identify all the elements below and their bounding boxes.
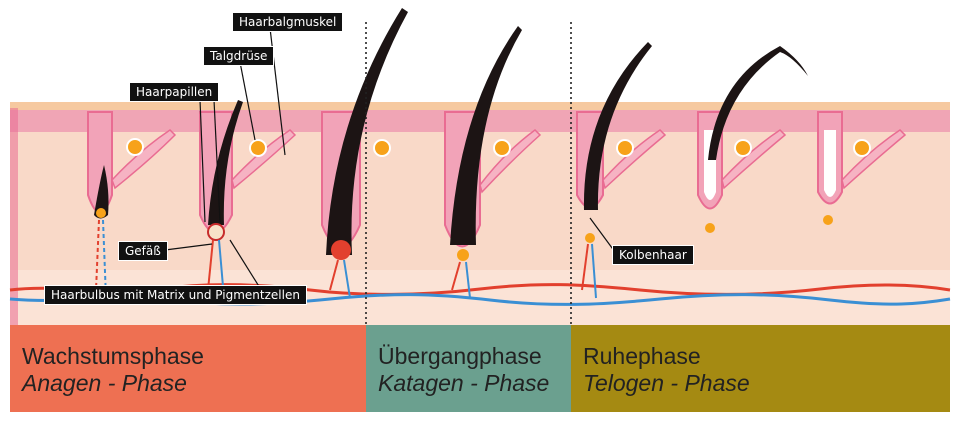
gland-7 (853, 139, 871, 157)
gland-5 (616, 139, 634, 157)
papilla-2 (207, 223, 225, 241)
label-haarbalgmuskel: Haarbalgmuskel (232, 12, 344, 32)
gland-6 (734, 139, 752, 157)
phase-separators (365, 22, 572, 405)
muscle-4 (602, 129, 667, 190)
papilla-1 (96, 208, 106, 218)
phase-uebergang: Übergangphase Katagen - Phase (366, 325, 571, 412)
papilla-4 (457, 249, 469, 261)
phase-name: Übergangphase (378, 343, 542, 369)
muscle-2 (231, 129, 297, 190)
follicle-7-inner (824, 130, 836, 197)
hair-2 (208, 100, 243, 225)
papilla-group (96, 208, 833, 261)
gland-2 (249, 139, 267, 157)
phase-bar-ruhe (571, 325, 950, 412)
phase-ruhe: Ruhephase Telogen - Phase (571, 325, 950, 412)
capillary-4-blue (465, 261, 471, 299)
leader-kolbenhaar (589, 217, 616, 253)
skin-edge (10, 108, 18, 325)
leader-talgdruese (239, 61, 256, 141)
gland-1 (126, 138, 144, 156)
label-haarpapillen: Haarpapillen (129, 82, 220, 102)
hair-3 (326, 8, 408, 255)
muscle-3 (479, 129, 542, 194)
phase-wachstum: Wachstumsphase Anagen - Phase (10, 325, 366, 412)
phase-subtitle: Telogen - Phase (583, 370, 750, 396)
capillary-2-red (207, 239, 214, 291)
leader-haarpapillen-a (199, 99, 206, 223)
capillary-5-red (581, 243, 589, 291)
leader-haarbulbus (229, 239, 261, 289)
gland-group (126, 138, 871, 157)
hair-6 (708, 46, 808, 160)
phase-name: Wachstumsphase (22, 343, 204, 369)
capillary-3-blue (343, 259, 351, 299)
papilla-5 (585, 233, 595, 243)
hair-4 (450, 26, 522, 245)
label-gefaess: Gefäß (118, 241, 168, 261)
label-kolbenhaar: Kolbenhaar (612, 245, 694, 265)
muscle-6 (841, 129, 907, 190)
gland-4 (493, 139, 511, 157)
capillary-5-blue (591, 243, 597, 299)
leader-haarpapillen-b (213, 99, 221, 223)
hair-group (94, 8, 808, 255)
phase-bar-uebergang (366, 325, 571, 412)
hair-5 (583, 42, 652, 210)
phase-subtitle: Anagen - Phase (22, 370, 187, 396)
gland-3 (373, 139, 391, 157)
capillary-3-red (329, 259, 339, 291)
label-haarbulbus: Haarbulbus mit Matrix und Pigmentzellen (44, 285, 307, 305)
leader-gefaess (164, 243, 213, 251)
phase-subtitle: Katagen - Phase (378, 370, 550, 396)
capillary-4-red (451, 261, 461, 291)
label-talgdruese: Talgdrüse (203, 46, 275, 66)
muscle-group (111, 129, 907, 194)
papilla-7 (823, 215, 833, 225)
hair-1 (94, 165, 109, 219)
papilla-6 (705, 223, 715, 233)
phase-bar-wachstum (10, 325, 366, 412)
leader-lines (164, 27, 616, 289)
phase-name: Ruhephase (583, 343, 701, 369)
capillary-1-red (95, 219, 100, 291)
muscle-1 (111, 129, 177, 190)
muscle-5 (721, 129, 787, 190)
papilla-3 (331, 240, 351, 260)
